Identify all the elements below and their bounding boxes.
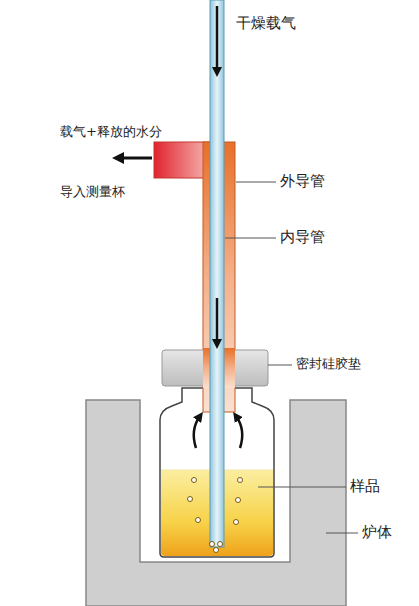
part-label: 外导管 (280, 172, 325, 190)
part-label: 样品 (350, 477, 380, 495)
gas-inlet-label: 干燥载气 (236, 14, 296, 32)
outlet-label: 导入测量杯 (60, 184, 125, 200)
part-label: 内导管 (280, 228, 325, 246)
part-label: 炉体 (362, 523, 392, 541)
part-label: 密封硅胶垫 (296, 356, 361, 372)
outlet-label: 载气+释放的水分 (60, 124, 162, 140)
